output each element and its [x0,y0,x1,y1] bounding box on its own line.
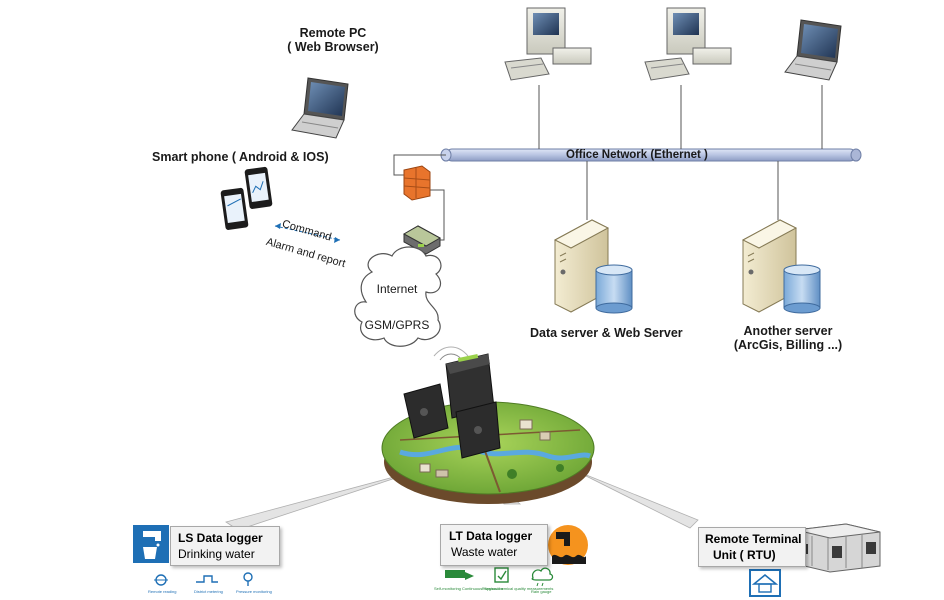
office-network-label: Office Network (Ethernet ) [566,149,708,161]
rtu-callout: Remote Terminal Unit ( RTU) [698,527,806,567]
data-server-label: Data server & Web Server [530,326,683,340]
remote-pc-label: Remote PC ( Web Browser) [283,26,383,54]
district-metering-caption: District metering [194,589,223,594]
remote-pc-subtitle: ( Web Browser) [287,40,379,54]
rain-gauge-icon [531,567,554,587]
rtu-device-icon [795,523,881,573]
lt-logger-title: LT Data logger [449,529,533,543]
modem-icon [402,225,442,255]
district-metering-icon [196,575,218,583]
data-logger-devices [403,346,501,459]
laptop-icon [291,77,349,139]
rain-gauge-caption: Rain gauge [531,589,552,594]
lt-logger-subtitle: Waste water [451,545,518,559]
remote-pc-title: Remote PC [299,26,367,40]
smart-phone-label: Smart phone ( Android & IOS) [152,150,329,164]
gsm-gprs-label: GSM/GPRS [364,318,430,332]
pressure-monitoring-caption: Pressure monitoring [236,589,272,594]
ls-logger-subtitle: Drinking water [178,547,255,561]
ls-logger-title: LS Data logger [178,531,263,545]
another-server-title: Another server [743,324,833,338]
ls-logger-callout: LS Data logger Drinking water [170,526,280,566]
waste-water-icon [548,525,588,565]
remote-reading-caption: Remote reading [148,589,177,594]
house-icon [749,569,781,597]
lt-logger-callout: LT Data logger Waste water [440,524,548,566]
remote-reading-icon [154,574,168,586]
another-server-icon [741,219,821,314]
smartphone-icon [220,166,273,230]
desktop-pc-icon [644,7,732,81]
water-tap-icon [133,525,169,563]
network-drop-lines [393,85,823,241]
pressure-monitoring-icon [243,572,253,586]
laptop-icon [784,19,842,81]
self-monitoring-icon [445,570,474,580]
firewall-icon [403,165,431,201]
quality-measurement-icon [494,567,509,583]
data-server-icon [553,219,633,314]
rtu-subtitle: Unit ( RTU) [713,548,776,562]
rtu-title: Remote Terminal [705,532,802,546]
another-server-label: Another server (ArcGis, Billing ...) [726,324,850,352]
another-server-subtitle: (ArcGis, Billing ...) [733,338,843,352]
internet-cloud [354,246,442,347]
internet-label: Internet [376,282,418,296]
phone-link-arrows [274,223,341,243]
desktop-pc-icon [504,7,592,81]
quality-measurement-caption: Physico-chemical quality measurements [482,586,554,591]
self-monitoring-caption: Self-monitoring Continuous diagnostics [434,586,504,591]
office-network-pipe [440,148,862,162]
